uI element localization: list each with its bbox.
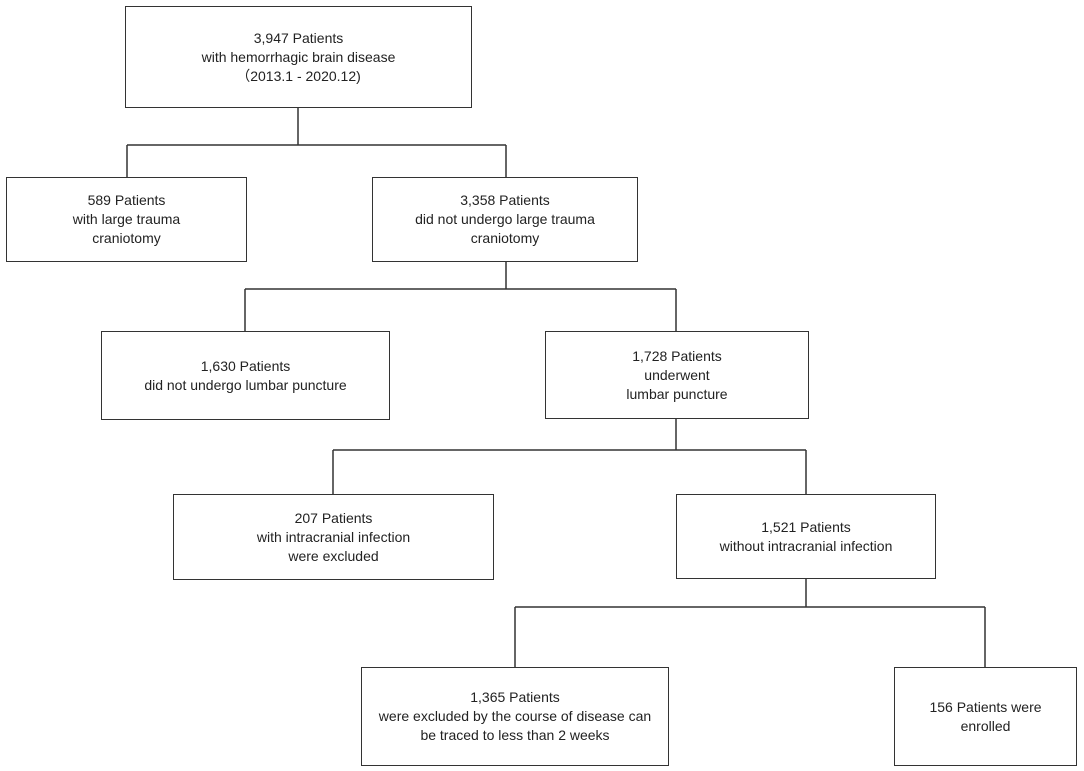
lp-count: 1,728 Patients bbox=[632, 347, 722, 364]
no-infection-desc: without intracranial infection bbox=[719, 537, 893, 554]
infection-desc: with intracranial infection bbox=[256, 528, 411, 545]
box-without-intracranial-infection: 1,521 Patients without intracranial infe… bbox=[676, 494, 936, 579]
lp-desc-2: lumbar puncture bbox=[626, 385, 728, 402]
no-infection-count: 1,521 Patients bbox=[761, 518, 851, 535]
no-trauma-count: 3,358 Patients bbox=[460, 192, 550, 208]
total-count: 3,947 Patients bbox=[253, 29, 344, 46]
total-period: （2013.1 - 2020.12) bbox=[236, 67, 361, 84]
enrolled-desc: enrolled bbox=[960, 717, 1011, 734]
infection-count: 207 Patients bbox=[294, 509, 373, 526]
trauma-desc: with large trauma bbox=[72, 211, 181, 227]
short-course-desc-2: be traced to less than 2 weeks bbox=[420, 727, 610, 743]
lp-desc: underwent bbox=[644, 366, 710, 383]
enrolled-count: 156 Patients were bbox=[929, 698, 1042, 715]
box-large-trauma-craniotomy: 589 Patients with large trauma craniotom… bbox=[6, 177, 247, 262]
no-trauma-desc: did not undergo large trauma bbox=[415, 211, 595, 227]
infection-desc-2: were excluded bbox=[288, 547, 379, 564]
no-trauma-desc-2: craniotomy bbox=[470, 230, 540, 246]
box-lumbar-puncture: 1,728 Patients underwent lumbar puncture bbox=[545, 331, 809, 419]
no-lp-desc: did not undergo lumbar puncture bbox=[144, 376, 347, 393]
box-course-less-than-2-weeks-excluded: 1,365 Patients were excluded by the cour… bbox=[361, 667, 669, 766]
box-intracranial-infection-excluded: 207 Patients with intracranial infection… bbox=[173, 494, 494, 580]
box-total-patients: 3,947 Patients with hemorrhagic brain di… bbox=[125, 6, 472, 108]
short-course-desc: were excluded by the course of disease c… bbox=[378, 708, 652, 724]
short-course-count: 1,365 Patients bbox=[470, 689, 560, 705]
trauma-desc-2: craniotomy bbox=[92, 230, 161, 246]
trauma-count: 589 Patients bbox=[87, 192, 166, 208]
box-enrolled: 156 Patients were enrolled bbox=[894, 667, 1077, 766]
total-desc: with hemorrhagic brain disease bbox=[201, 48, 396, 65]
no-lp-count: 1,630 Patients bbox=[200, 357, 291, 374]
box-no-lumbar-puncture: 1,630 Patients did not undergo lumbar pu… bbox=[101, 331, 390, 420]
box-no-large-trauma-craniotomy: 3,358 Patients did not undergo large tra… bbox=[372, 177, 638, 262]
